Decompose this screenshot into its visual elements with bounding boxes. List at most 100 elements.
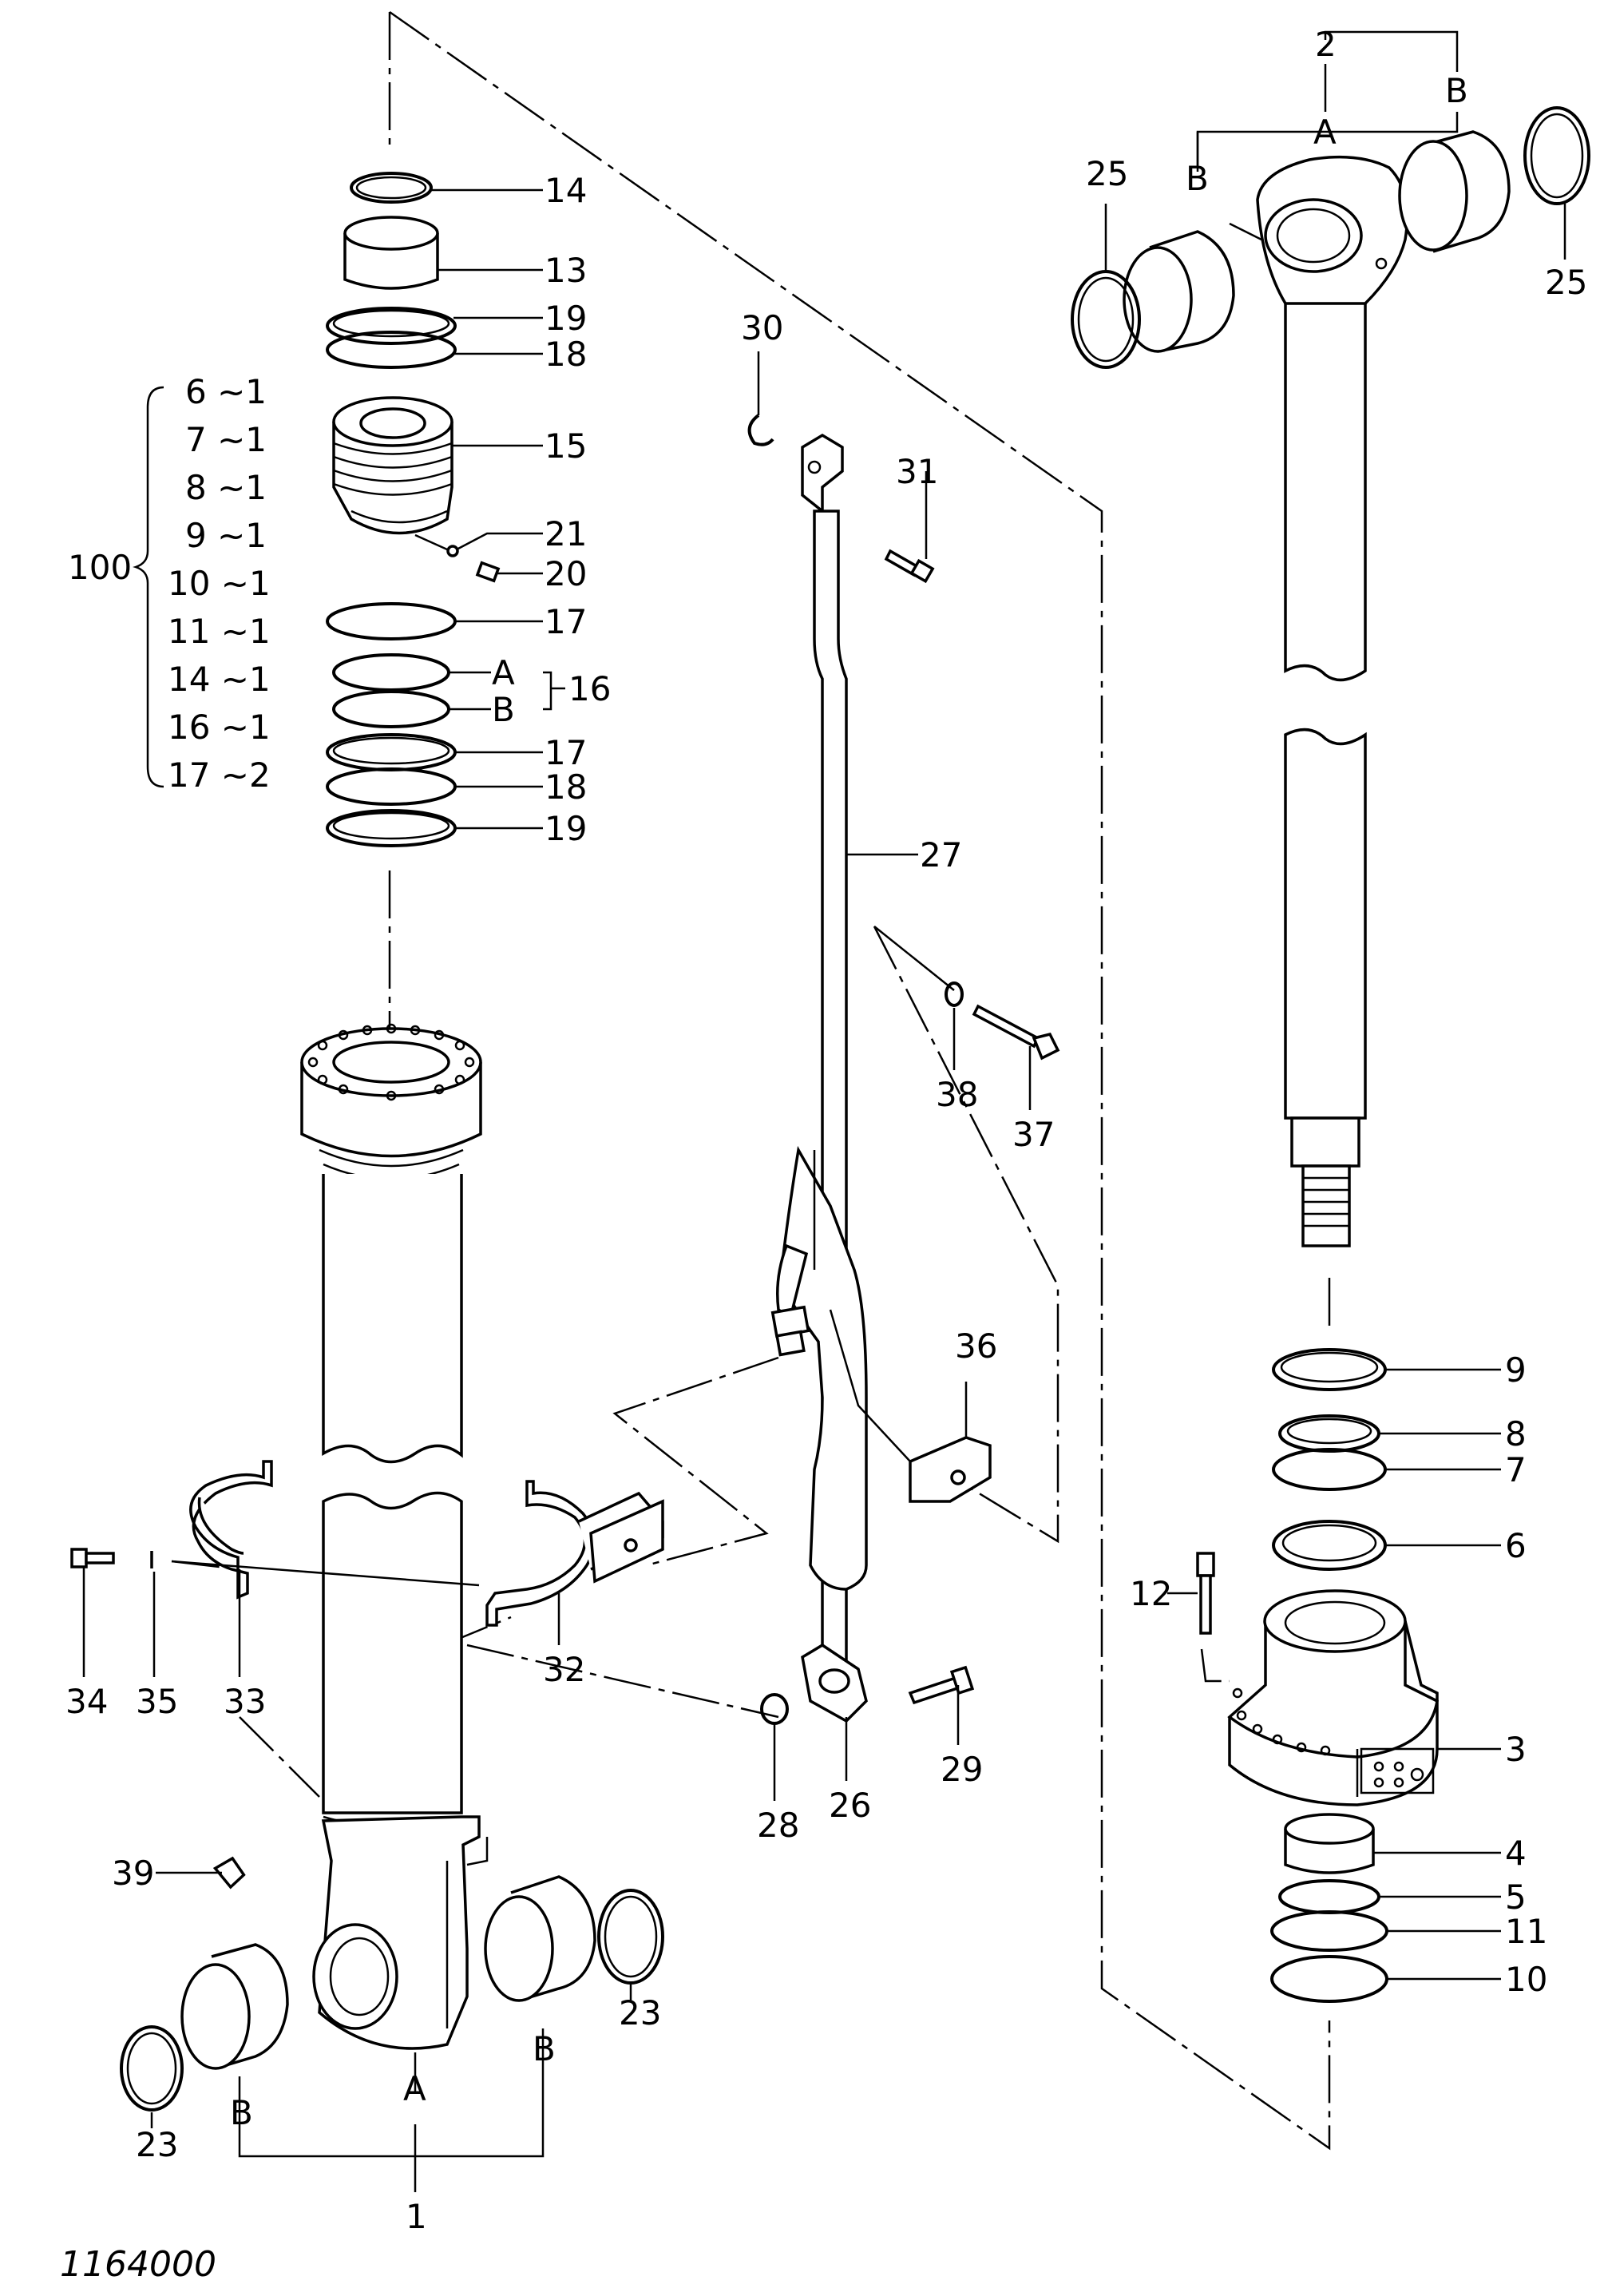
callout-16-b: B	[492, 690, 515, 729]
part-2-piston-rod	[1256, 155, 1409, 1247]
callout-23-right: 23	[619, 1993, 661, 2032]
kit-item: 10 ~1	[168, 564, 271, 603]
kit-item: 9 ~1	[185, 516, 267, 555]
callout-a-eye: A	[403, 2069, 426, 2108]
callout-34: 34	[65, 1682, 108, 1721]
callout-16: 16	[568, 669, 611, 708]
part-28-oring	[760, 1693, 789, 1725]
callout-6: 6	[1505, 1526, 1527, 1565]
part-30-oring	[747, 414, 774, 446]
drawing-code: 1164000	[60, 2244, 216, 2285]
callout-a-rod-eye: A	[1313, 113, 1337, 152]
part-b-bush-top-right	[1398, 130, 1511, 253]
callout-18-lower: 18	[545, 767, 587, 807]
part-19-18-rings-upper	[326, 307, 457, 369]
callout-19-lower: 19	[545, 809, 587, 848]
callout-28: 28	[757, 1806, 799, 1845]
callout-36: 36	[955, 1326, 997, 1366]
callout-5: 5	[1505, 1878, 1527, 1917]
part-14-ring	[350, 172, 433, 204]
callout-16-a: A	[492, 653, 515, 692]
part-29-bolt	[908, 1665, 975, 1705]
part-b-bush-lower-left	[180, 1943, 289, 2070]
part-25-ring-top-right	[1523, 106, 1590, 205]
callout-4: 4	[1505, 1834, 1527, 1873]
leader-lines	[133, 30, 1566, 2192]
callout-12: 12	[1130, 1574, 1172, 1613]
part-5-11-10-rings	[1270, 1879, 1388, 2003]
callout-30: 30	[741, 308, 783, 347]
part-34-bolt	[70, 1548, 115, 1677]
callout-2: 2	[1315, 25, 1337, 64]
callout-35: 35	[136, 1682, 178, 1721]
callout-33: 33	[224, 1682, 266, 1721]
callout-25-right: 25	[1545, 263, 1587, 302]
piston-seal-rings	[326, 602, 457, 847]
part-15-gland	[332, 396, 453, 535]
callout-b-right-bush: B	[533, 2029, 556, 2068]
callout-9: 9	[1505, 1350, 1527, 1390]
part-35-washer	[150, 1551, 156, 1677]
part-37-bolt	[972, 1004, 1060, 1061]
kit-item: 8 ~1	[185, 468, 267, 507]
callout-14: 14	[545, 171, 587, 210]
callout-17-lower: 17	[545, 733, 587, 772]
part-b-bush-top-left	[1123, 230, 1235, 353]
kit-item: 14 ~1	[168, 660, 271, 699]
callout-18-upper: 18	[545, 335, 587, 374]
callout-b-top-left: B	[1186, 159, 1209, 198]
part-1-cylinder-tube	[300, 1023, 489, 2050]
part-4-bushing	[1284, 1813, 1375, 1874]
part-b-bush-lower-right	[484, 1875, 596, 2002]
callout-11: 11	[1505, 1912, 1547, 1951]
callout-29: 29	[941, 1750, 983, 1789]
callout-21: 21	[545, 514, 587, 553]
part-3-piston	[1227, 1589, 1439, 1806]
callout-3: 3	[1505, 1730, 1527, 1769]
part-27-pipe	[770, 433, 868, 1671]
callout-1: 1	[406, 2197, 427, 2236]
kit-number: 100	[68, 548, 132, 587]
callout-31: 31	[896, 452, 938, 491]
seal-kit-list: 100 6 ~1 7 ~1 8 ~1 9 ~1 10 ~1 11 ~1 14 ~…	[68, 372, 271, 795]
callout-38: 38	[936, 1075, 978, 1114]
callout-15: 15	[545, 426, 587, 466]
part-13-bushing	[343, 216, 439, 290]
part-38-washer	[945, 981, 964, 1007]
part-12-bolt	[1196, 1552, 1215, 1635]
callout-labels: 14 13 19 18 15 21 20 17 A B 16 17 18 19 …	[65, 25, 1587, 2236]
part-36-clamp	[909, 1436, 992, 1503]
part-23-bush-lower-left	[120, 2025, 184, 2112]
callout-7: 7	[1505, 1450, 1527, 1489]
part-26-flange	[801, 1643, 868, 1723]
callout-8: 8	[1505, 1414, 1527, 1453]
callout-32: 32	[543, 1650, 585, 1689]
bolt-37-centerline	[873, 926, 955, 991]
part-6-ring	[1272, 1520, 1387, 1571]
callout-b-top-right: B	[1445, 71, 1468, 110]
callout-20: 20	[545, 554, 587, 593]
callout-39: 39	[112, 1854, 154, 1893]
part-9-ring	[1272, 1348, 1387, 1391]
part-39-plug	[212, 1856, 246, 1890]
part-21-ball	[414, 533, 459, 557]
callout-25-left: 25	[1086, 154, 1128, 193]
callout-17-upper: 17	[545, 602, 587, 641]
part-31-bolt	[884, 549, 935, 584]
callout-27: 27	[920, 835, 962, 874]
band-bolt-line	[171, 1560, 480, 1587]
kit-item: 6 ~1	[185, 372, 267, 411]
callout-26: 26	[829, 1786, 871, 1825]
callout-b-left-bush: B	[230, 2093, 253, 2132]
callout-19-upper: 19	[545, 299, 587, 338]
callout-13: 13	[545, 251, 587, 290]
part-23-bush-lower-right	[597, 1889, 664, 1985]
kit-item: 16 ~1	[168, 708, 271, 747]
part-33-band	[189, 1460, 273, 1600]
callout-37: 37	[1012, 1115, 1055, 1154]
kit-item: 7 ~1	[185, 420, 267, 459]
callout-10: 10	[1505, 1960, 1547, 1999]
part-20-setscrew	[475, 561, 501, 583]
